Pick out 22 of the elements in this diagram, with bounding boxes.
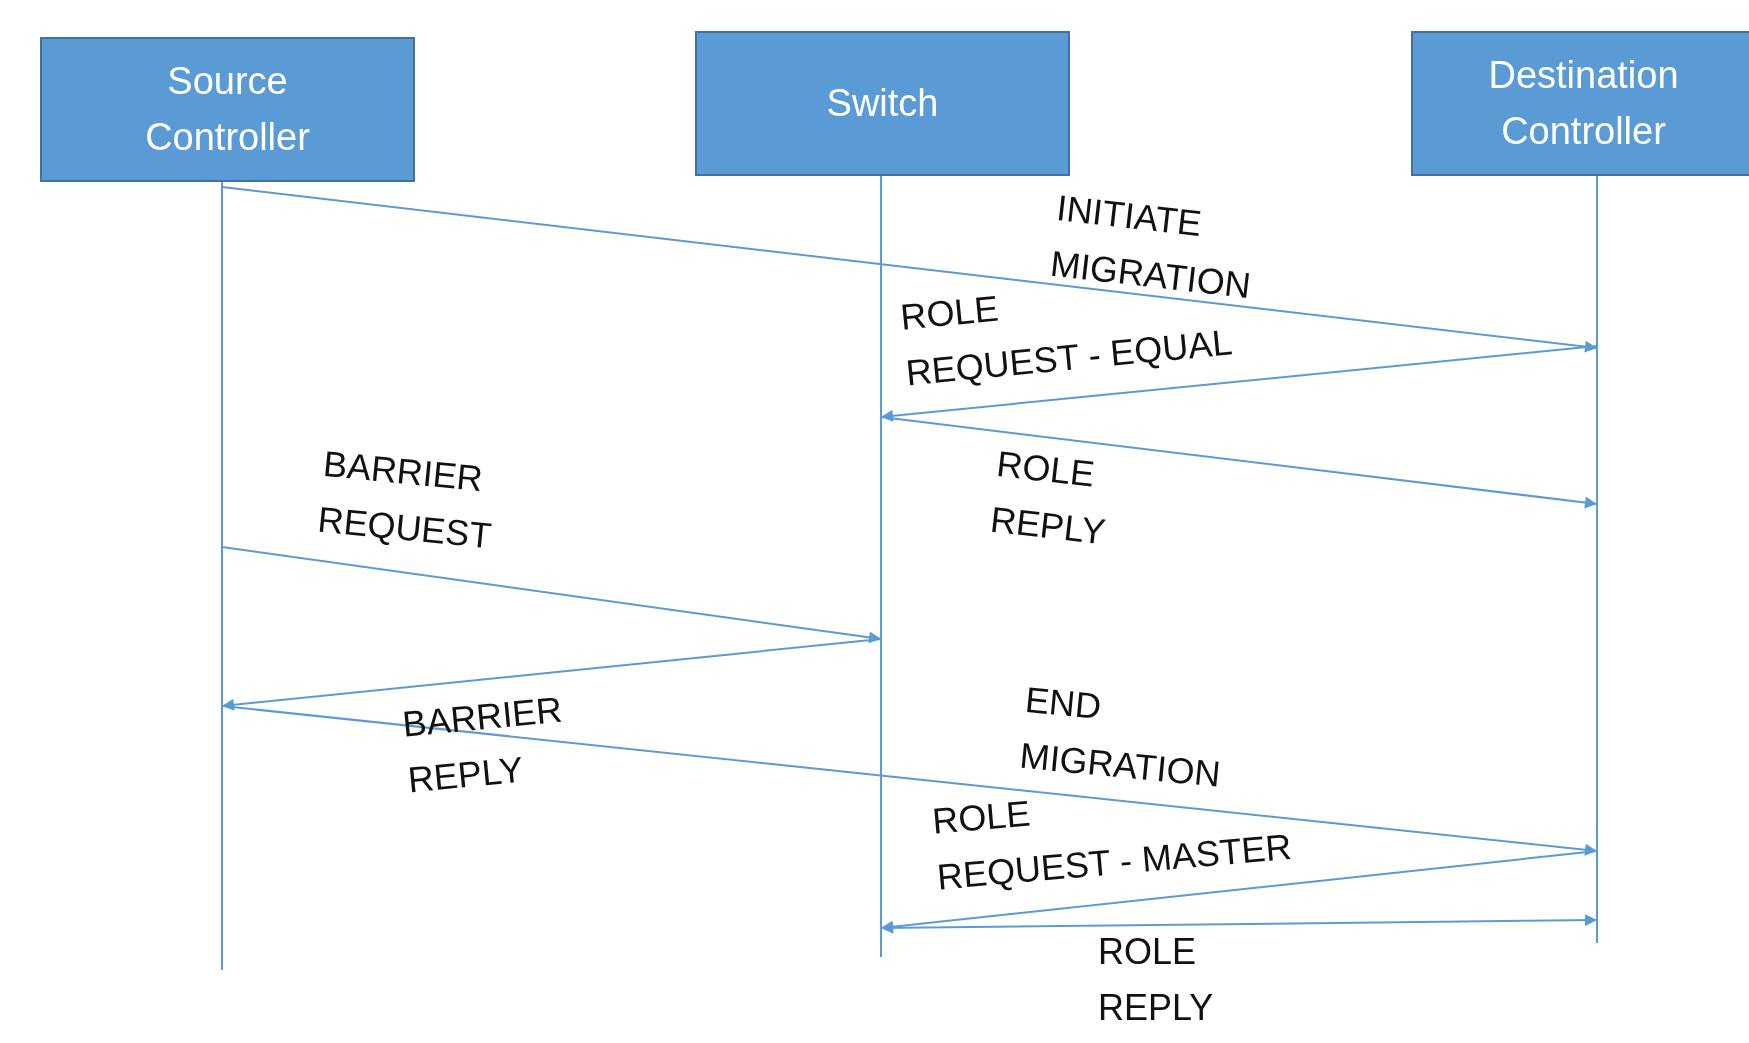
edge-label: ROLE REPLY xyxy=(1098,930,1214,1030)
lifeline xyxy=(221,182,223,970)
message-arrow xyxy=(880,850,1598,933)
message-arrow xyxy=(880,416,1598,509)
participant-name: Source Controller xyxy=(144,59,311,160)
edge-label: ROLE REPLY xyxy=(987,441,1109,555)
lifeline xyxy=(1596,176,1598,943)
participant-box xyxy=(40,37,415,182)
participant-box xyxy=(695,31,1070,176)
message-arrow xyxy=(221,705,1598,856)
edge-label: BARRIER REQUEST xyxy=(315,441,495,558)
message-arrow xyxy=(880,345,1598,422)
participant-box xyxy=(1411,31,1749,176)
message-arrow xyxy=(221,186,1598,353)
message-arrow xyxy=(221,546,882,644)
lifeline xyxy=(880,176,882,957)
message-arrow xyxy=(880,914,1598,934)
edge-label: BARRIER REPLY xyxy=(400,687,565,803)
participant-name: Switch xyxy=(826,80,939,126)
message-arrow xyxy=(221,638,882,711)
participant-name: Destination Controller xyxy=(1487,53,1680,154)
edge-label: INITIATE MIGRATION xyxy=(1047,185,1254,308)
